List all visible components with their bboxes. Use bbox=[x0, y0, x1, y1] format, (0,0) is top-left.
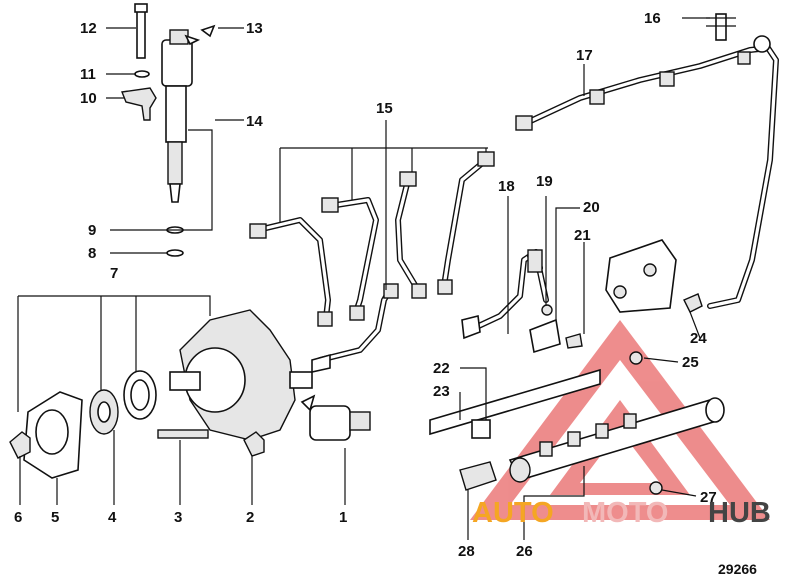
callout-18: 18 bbox=[498, 178, 515, 195]
callout-21: 21 bbox=[574, 227, 591, 244]
callout-28: 28 bbox=[458, 543, 475, 560]
callout-14: 14 bbox=[246, 113, 263, 130]
callout-10: 10 bbox=[80, 90, 97, 107]
callout-1: 1 bbox=[339, 509, 347, 526]
callout-leaders bbox=[17, 17, 710, 540]
watermark-auto: AUTO bbox=[472, 497, 554, 529]
callout-23: 23 bbox=[433, 383, 450, 400]
watermark-logo bbox=[470, 320, 770, 520]
callout-26: 26 bbox=[516, 543, 533, 560]
callout-7: 7 bbox=[110, 265, 118, 282]
high-pressure-pump bbox=[9, 309, 371, 479]
callout-6: 6 bbox=[14, 509, 22, 526]
leak-off-line bbox=[515, 13, 779, 309]
callout-9: 9 bbox=[88, 222, 96, 239]
callout-27: 27 bbox=[700, 489, 717, 506]
callout-8: 8 bbox=[88, 245, 96, 262]
watermark-text: AUTO MOTO HUB bbox=[472, 497, 771, 529]
callout-15: 15 bbox=[376, 100, 393, 117]
diagram-id: 29266 bbox=[718, 561, 757, 577]
return-line-and-valve bbox=[461, 239, 703, 354]
callout-2: 2 bbox=[246, 509, 254, 526]
callout-12: 12 bbox=[80, 20, 97, 37]
callout-19: 19 bbox=[536, 173, 553, 190]
watermark-moto: MOTO bbox=[582, 497, 668, 529]
callout-24: 24 bbox=[690, 330, 707, 347]
callout-17: 17 bbox=[576, 47, 593, 64]
callout-4: 4 bbox=[108, 509, 117, 526]
injector-lines bbox=[249, 151, 495, 363]
callout-20: 20 bbox=[583, 199, 600, 216]
callout-22: 22 bbox=[433, 360, 450, 377]
injector-assembly bbox=[121, 3, 216, 257]
callout-25: 25 bbox=[682, 354, 699, 371]
callout-16: 16 bbox=[644, 10, 661, 27]
callout-5: 5 bbox=[51, 509, 59, 526]
callout-11: 11 bbox=[80, 66, 96, 83]
callout-13: 13 bbox=[246, 20, 263, 37]
common-rail-assembly bbox=[429, 351, 725, 495]
watermark-hub: HUB bbox=[708, 497, 771, 529]
callout-3: 3 bbox=[174, 509, 182, 526]
callout-labels: 1 2 3 4 5 6 7 8 9 10 11 12 13 14 15 16 1… bbox=[14, 10, 757, 577]
